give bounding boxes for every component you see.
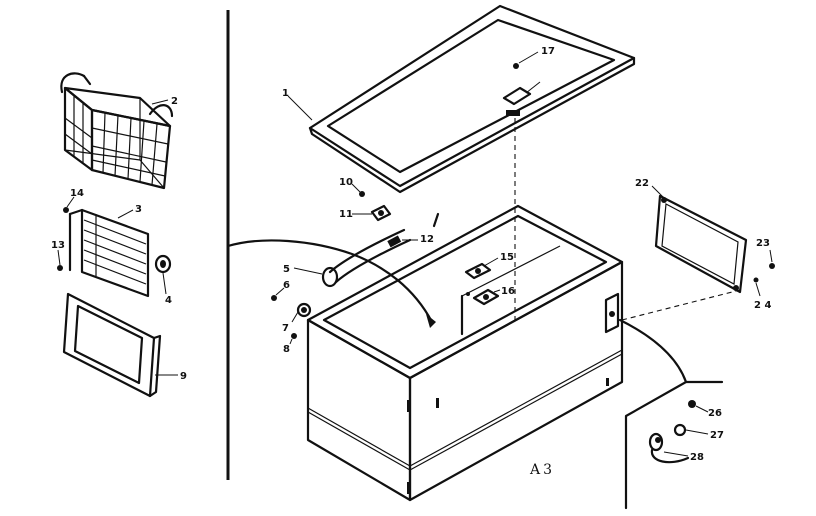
callout-5: 5 <box>283 264 290 275</box>
leader-4 <box>162 272 167 295</box>
callout-4: 4 <box>165 295 172 306</box>
leader-24 <box>755 282 761 297</box>
leader-26 <box>695 405 709 413</box>
callout-15: 15 <box>500 252 514 263</box>
leader-3 <box>117 209 134 219</box>
lock-cord <box>618 318 688 384</box>
screw-17 <box>513 63 519 69</box>
hinge-18 <box>502 86 532 116</box>
nut-8 <box>291 333 297 339</box>
callout-9: 9 <box>180 371 187 382</box>
callout-17: 17 <box>541 46 555 57</box>
lock-part-27 <box>673 423 687 437</box>
basket <box>60 72 174 190</box>
leader-23 <box>769 249 773 263</box>
callout-3: 3 <box>135 204 142 215</box>
callout-23: 23 <box>756 238 770 249</box>
panel-22 <box>654 194 748 294</box>
leader-1 <box>287 95 313 121</box>
leader-8 <box>289 338 293 345</box>
callout-27: 27 <box>710 430 724 441</box>
callout-1: 1 <box>282 88 289 99</box>
leader-16 <box>493 289 501 293</box>
screw-10 <box>359 191 365 197</box>
alignment-line-panel <box>621 289 741 321</box>
knob-7 <box>296 302 312 318</box>
callout-14: 14 <box>70 188 84 199</box>
power-cord <box>226 239 434 324</box>
callout-11: 11 <box>339 209 353 220</box>
cord-tip <box>426 314 436 328</box>
leader-13 <box>57 249 61 266</box>
leader-10 <box>351 183 361 193</box>
lid-1 <box>308 4 636 194</box>
latch-16 <box>466 288 500 306</box>
leader-27 <box>685 429 709 435</box>
callout-8: 8 <box>283 344 290 355</box>
bracket-11 <box>370 204 392 222</box>
control-5 <box>321 212 440 288</box>
leader-5 <box>293 267 323 275</box>
screw-14 <box>63 207 69 213</box>
leader-17 <box>518 51 539 64</box>
cabinet <box>306 204 624 502</box>
latch-15 <box>464 262 492 280</box>
frame-9 <box>62 292 162 398</box>
shelf-clip-4 <box>154 254 172 274</box>
lock-part-28 <box>648 432 690 464</box>
leader-7 <box>291 311 299 323</box>
callout-12: 12 <box>420 234 434 245</box>
callout-24: 2 4 <box>754 300 771 311</box>
callout-7: 7 <box>282 323 289 334</box>
lock-housing <box>624 380 724 510</box>
callout-28: 28 <box>690 452 704 463</box>
leader-18 <box>525 81 541 94</box>
shelf <box>68 208 150 298</box>
leader-14 <box>66 196 75 208</box>
leader-28 <box>663 451 689 457</box>
callout-2: 2 <box>171 96 178 107</box>
light-12 <box>387 235 402 248</box>
callout-6: 6 <box>283 280 290 291</box>
sheet-label: A3 <box>529 462 555 478</box>
leader-15 <box>483 257 499 267</box>
screw-6 <box>271 295 277 301</box>
screw-13 <box>57 265 63 271</box>
callout-26: 26 <box>708 408 722 419</box>
callout-10: 10 <box>339 177 353 188</box>
callout-13: 13 <box>51 240 65 251</box>
callout-22: 22 <box>635 178 649 189</box>
leader-22 <box>651 185 665 199</box>
screw-24 <box>753 277 759 283</box>
callout-16: 16 <box>501 286 515 297</box>
screw-23 <box>769 263 775 269</box>
leader-2 <box>151 99 169 105</box>
leader-6 <box>275 287 285 296</box>
lock-part-26 <box>688 400 696 408</box>
